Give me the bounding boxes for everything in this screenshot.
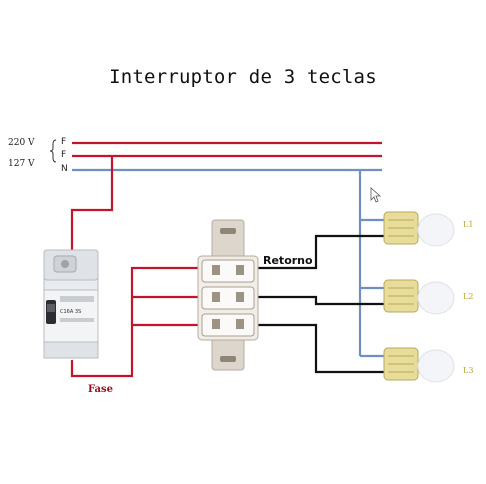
- return-wire-3: [258, 323, 386, 374]
- switch-key-2[interactable]: [201, 286, 255, 310]
- voltage-220-label: 220 V: [8, 138, 35, 148]
- lamp-label-3: L3: [463, 366, 474, 375]
- lamp-1: [383, 211, 455, 247]
- line-code-f1: F: [61, 137, 67, 147]
- retorno-label: Retorno: [263, 254, 313, 267]
- return-wire-2: [258, 295, 386, 306]
- switch-key-3[interactable]: [201, 313, 255, 337]
- fase-label: Fase: [88, 384, 114, 395]
- switch-key-1[interactable]: [201, 259, 255, 283]
- cursor-icon: [370, 187, 382, 203]
- voltage-127-label: 127 V: [8, 159, 35, 169]
- lamp-3: [383, 347, 455, 383]
- lamp-2: [383, 279, 455, 315]
- line-code-n: N: [61, 164, 68, 174]
- lamp-label-1: L1: [463, 220, 474, 229]
- fase-wire: [70, 266, 200, 378]
- diagram-title: Interruptor de 3 teclas: [109, 66, 377, 88]
- three-gang-switch: [197, 219, 259, 371]
- return-wire-1: [258, 234, 386, 270]
- circuit-breaker: [43, 249, 99, 359]
- lamp-label-2: L2: [463, 292, 474, 301]
- voltage-brace: [49, 139, 57, 163]
- phase-feed-wire: [70, 156, 114, 258]
- line-code-f2: F: [61, 150, 67, 160]
- breaker-model-text: C16A 3S: [60, 309, 81, 315]
